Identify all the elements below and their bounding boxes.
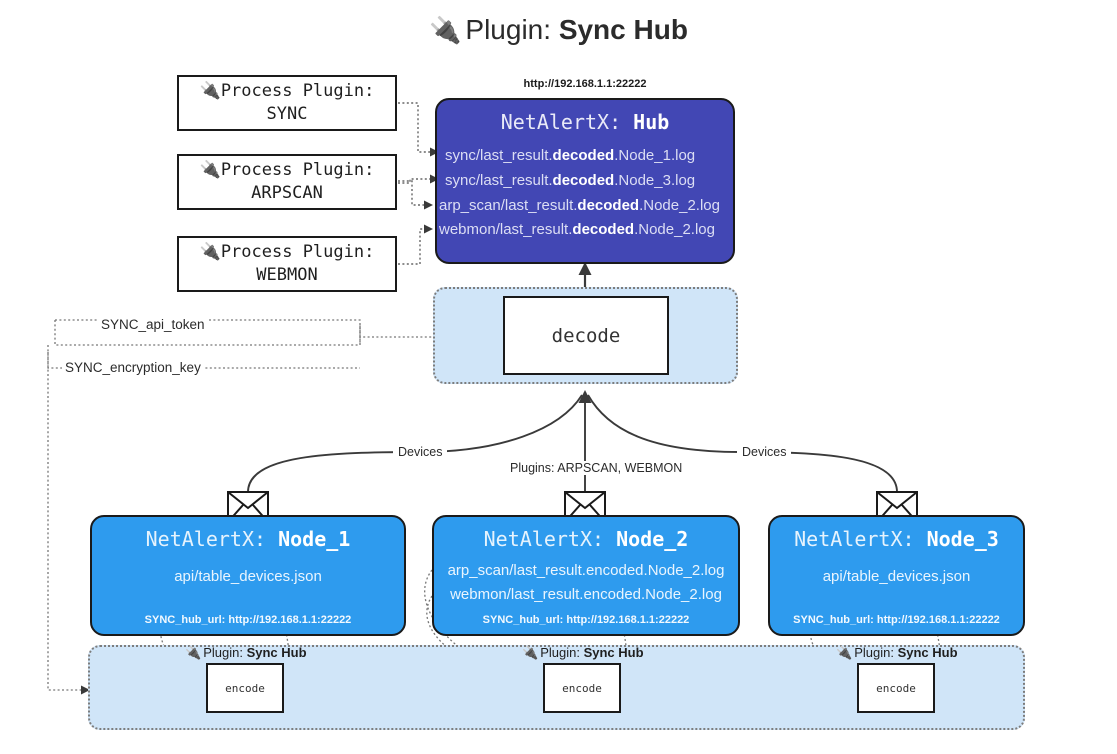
encoder-plugin-label-1: 🔌Plugin: Sync Hub [185,645,307,660]
node-line: arp_scan/last_result.encoded.Node_2.log [447,562,725,579]
process-plugin-arpscan[interactable]: 🔌Process Plugin: ARPSCAN [177,154,397,210]
page-title: 🔌Plugin: Sync Hub [0,14,1117,46]
hub-url-label: http://192.168.1.1:22222 [523,78,647,90]
process-plugin-name: WEBMON [256,265,318,285]
plug-icon: 🔌 [199,242,221,263]
decode-box[interactable]: decode [503,296,669,375]
node-line: api/table_devices.json [822,568,971,585]
encode-box-2[interactable]: encode [543,663,621,713]
process-plugin-sync[interactable]: 🔌Process Plugin: SYNC [177,75,397,131]
hub-title: NetAlertX: Hub [500,110,670,134]
encode-label: encode [225,681,265,695]
encode-label: encode [562,681,602,695]
encoder-plugin-name: Sync Hub [246,645,307,660]
encode-label: encode [876,681,916,695]
encode-box-1[interactable]: encode [206,663,284,713]
node-title: NetAlertX: Node_3 [794,527,999,551]
encoder-plugin-label-2: 🔌Plugin: Sync Hub [522,645,644,660]
process-plugin-label: Process Plugin: [220,81,375,102]
node-box-2[interactable]: NetAlertX: Node_2 arp_scan/last_result.e… [432,515,740,636]
sync-api-token-label: SYNC_api_token [98,317,208,332]
node-line: api/table_devices.json [174,568,322,585]
hub-logline: sync/last_result.decoded.Node_1.log [445,147,696,164]
page-title-name: Sync Hub [558,14,688,45]
process-plugin-label: Process Plugin: [220,242,375,263]
node-box-3[interactable]: NetAlertX: Node_3 api/table_devices.json… [768,515,1025,636]
node-title: NetAlertX: Node_1 [145,527,351,551]
plugins-label-center: Plugins: ARPSCAN, WEBMON [505,461,688,475]
encoder-plugin-name: Sync Hub [583,645,644,660]
node-title: NetAlertX: Node_2 [483,527,689,551]
plug-icon: 🔌 [836,645,853,660]
node-line: webmon/last_result.encoded.Node_2.log [450,586,722,603]
decode-label: decode [551,324,621,347]
node-box-1[interactable]: NetAlertX: Node_1 api/table_devices.json… [90,515,406,636]
process-plugin-name: ARPSCAN [251,183,323,203]
node-title-name: Node_1 [278,527,351,551]
hub-box[interactable]: NetAlertX: Hub sync/last_result.decoded.… [435,98,735,264]
node-title-name: Node_3 [926,527,999,551]
page-title-prefix: Plugin: [465,14,552,45]
node-title-name: Node_2 [616,527,689,551]
plug-icon: 🔌 [185,645,202,660]
hub-logline: sync/last_result.decoded.Node_3.log [445,171,696,189]
process-plugin-label: Process Plugin: [220,160,375,181]
plug-icon: 🔌 [199,81,221,102]
hub-title-name: Hub [633,110,670,134]
node-footer: SYNC_hub_url: http://192.168.1.1:22222 [793,614,1000,626]
encode-box-3[interactable]: encode [857,663,935,713]
plug-icon: 🔌 [429,15,462,45]
encoder-plugin-label-3: 🔌Plugin: Sync Hub [836,645,958,660]
sync-encryption-key-label: SYNC_encryption_key [62,360,204,375]
plug-icon: 🔌 [522,645,539,660]
hub-logline: arp_scan/last_result.decoded.Node_2.log [439,196,720,214]
plug-icon: 🔌 [199,160,221,181]
process-plugin-name: SYNC [266,104,308,124]
node-footer: SYNC_hub_url: http://192.168.1.1:22222 [144,614,352,626]
node-footer: SYNC_hub_url: http://192.168.1.1:22222 [482,614,690,626]
devices-label-right: Devices [737,445,792,459]
process-plugin-webmon[interactable]: 🔌Process Plugin: WEBMON [177,236,397,292]
devices-label-left: Devices [393,445,448,459]
encoder-plugin-name: Sync Hub [897,645,958,660]
hub-logline: webmon/last_result.decoded.Node_2.log [439,221,715,239]
